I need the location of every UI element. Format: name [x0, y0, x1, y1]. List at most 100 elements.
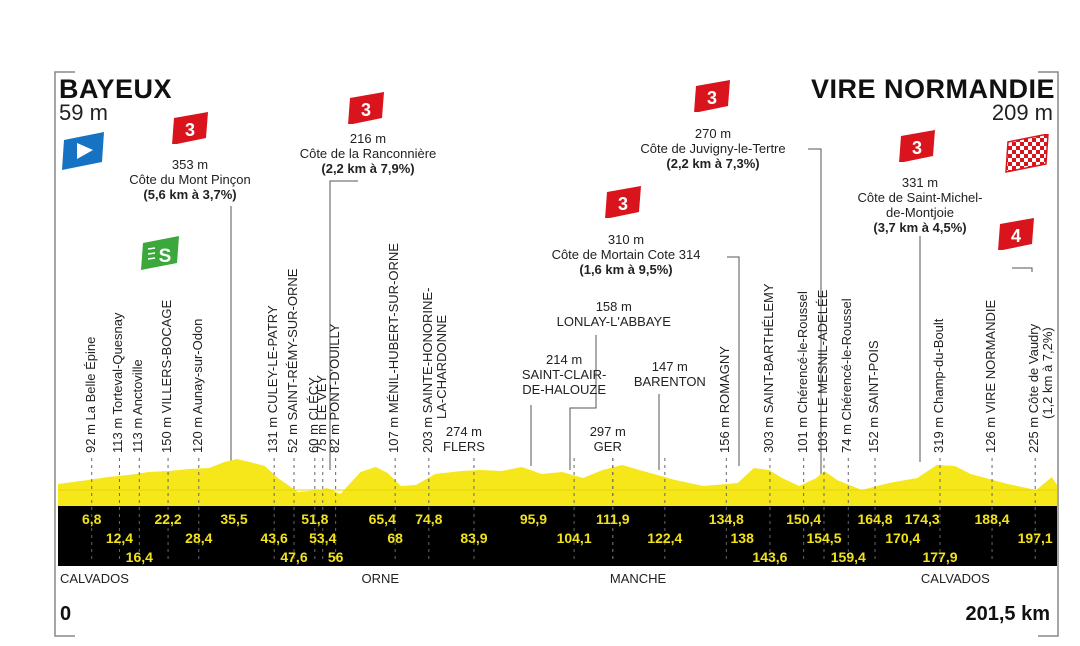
km-marker: 154,5: [806, 530, 842, 546]
climb-altitude: 353 m: [171, 157, 209, 172]
place-name: 52 m SAINT-RÉMY-SUR-ORNE: [284, 268, 300, 453]
climb-name: Côte de Juvigny-le-Tertre: [640, 141, 786, 156]
climb-detail: (2,2 km à 7,9%): [321, 161, 415, 176]
place-name: 113 m Torteval-Quesnay: [110, 312, 126, 453]
km-marker: 95,9: [519, 511, 548, 527]
distance-start: 0: [60, 603, 72, 625]
km-marker: 28,4: [185, 530, 213, 546]
km-marker: 51,8: [301, 511, 329, 527]
region-label: CALVADOS: [920, 571, 990, 586]
climb-info-mont-pincon: 353 m Côte du Mont Pinçon (5,6 km à 3,7%…: [129, 157, 250, 202]
climb-category: 4: [1011, 226, 1021, 246]
place-label-vertical: 126 m VIRE NORMANDIE: [983, 300, 998, 453]
leader-line: [329, 180, 358, 470]
place-name: 303 m SAINT-BARTHÉLEMY: [760, 283, 776, 453]
climb-altitude: 331 m: [901, 175, 939, 190]
place-name: 319 m Champ-du-Boult: [930, 318, 946, 453]
km-marker: 74,8: [415, 511, 443, 527]
place-name: 74 m Chérencé-le-Roussel: [839, 298, 855, 453]
place-name: 107 m MÉNIL-HUBERT-SUR-ORNE: [386, 243, 402, 453]
place-name: 92 m La Belle Épine: [82, 336, 98, 453]
climb-info-saint-michel: 331 m Côte de Saint-Michel- de-Montjoie …: [858, 175, 983, 235]
km-marker: 197,1: [1017, 530, 1053, 546]
place-name: 152 m SAINT-POIS: [866, 340, 882, 453]
km-marker: 53,4: [309, 530, 337, 546]
leader-line: [808, 148, 822, 476]
leader-line: [727, 256, 740, 466]
km-marker: 170,4: [885, 530, 921, 546]
place-label-vertical: 103 m LE MESNIL-ADELÉE: [814, 289, 830, 453]
climb-altitude: 270 m: [694, 126, 732, 141]
place-name: 82 m PONT-D'OUILLY: [326, 323, 342, 453]
place-name: LONLAY-L'ABBAYE: [556, 314, 671, 329]
place-label-vertical: 303 m SAINT-BARTHÉLEMY: [760, 283, 776, 453]
place-name: GER: [593, 439, 622, 454]
place-label-vertical: 156 m ROMAGNY: [717, 346, 732, 453]
start-city-name: BAYEUX: [59, 74, 173, 104]
climb-cat3-badge-3: 3: [605, 186, 641, 218]
place-label-vertical: 131 m CULEY-LE-PATRY: [265, 305, 280, 453]
climb-info-mortain: 310 m Côte de Mortain Cote 314 (1,6 km à…: [552, 232, 701, 277]
place-label-vertical: 225 m Côte de Vaudry(1,2 km à 7,2%): [1026, 324, 1055, 453]
place-label-vertical: 101 m Chérencé-le-Roussel: [794, 291, 810, 453]
climb-category: 3: [361, 100, 371, 120]
km-marker: 6,8: [81, 511, 102, 527]
km-marker: 12,4: [105, 530, 134, 546]
climb-detail: (5,6 km à 3,7%): [143, 187, 237, 202]
km-marker: 104,1: [556, 530, 592, 546]
climb-detail: (1,6 km à 9,5%): [579, 262, 673, 277]
place-name-cont: DE-HALOUZE: [522, 382, 606, 397]
place-name: 120 m Aunay-sur-Odon: [189, 318, 205, 453]
km-marker: 150,4: [786, 511, 822, 527]
place-name: FLERS: [443, 439, 485, 454]
climb-cat3-badge-4: 3: [694, 80, 730, 112]
climb-cat3-badge-5: 3: [899, 130, 935, 162]
place-label-vertical: 113 m Anctoville: [130, 359, 146, 453]
place-label-vertical: 74 m Chérencé-le-Roussel: [839, 298, 855, 453]
km-marker: 22,2: [154, 511, 182, 527]
climb-name: Côte de Saint-Michel-: [857, 190, 983, 205]
place-label-vertical: 92 m La Belle Épine: [82, 336, 98, 453]
km-marker: 47,6: [280, 549, 308, 565]
climb-altitude: 216 m: [349, 131, 387, 146]
finish-city-altitude: 209 m: [991, 100, 1053, 125]
km-marker: 83,9: [460, 530, 488, 546]
climb-category: 3: [618, 194, 628, 214]
km-marker: 56: [327, 549, 344, 565]
sprint-label: S: [159, 246, 172, 267]
climb-category: 3: [707, 88, 717, 108]
climb-category: 3: [912, 138, 922, 158]
km-marker: 16,4: [125, 549, 153, 565]
leader-line: [1012, 267, 1033, 272]
climb-category: 3: [185, 120, 195, 140]
place-name: 103 m LE MESNIL-ADELÉE: [814, 289, 830, 453]
place-altitude: 158 m: [595, 299, 632, 314]
km-marker: 134,8: [708, 511, 744, 527]
place-label-vertical: 52 m SAINT-RÉMY-SUR-ORNE: [284, 268, 300, 453]
climb-cat4-badge: 4: [998, 218, 1034, 250]
place-altitude: 147 m: [651, 359, 688, 374]
km-band: [58, 506, 1057, 566]
place-name: 101 m Chérencé-le-Roussel: [794, 291, 810, 453]
place-name: 203 m SAINTE-HONORINE-: [419, 287, 435, 453]
climb-detail: (3,7 km à 4,5%): [873, 220, 967, 235]
finish-checkered-flag-icon: [1005, 134, 1049, 173]
place-name: 113 m Anctoville: [130, 359, 146, 453]
km-marker: 159,4: [830, 549, 866, 565]
region-label: MANCHE: [609, 571, 667, 586]
finish-city-name: VIRE NORMANDIE: [810, 74, 1055, 104]
place-altitude: 214 m: [546, 352, 583, 367]
km-marker: 164,8: [857, 511, 893, 527]
place-label-vertical: 150 m VILLERS-BOCAGE: [159, 300, 174, 453]
climb-name: Côte de la Ranconnière: [299, 146, 437, 161]
place-label-vertical: 82 m PONT-D'OUILLY: [326, 323, 342, 453]
km-marker: 65,4: [368, 511, 396, 527]
km-marker: 174,3: [904, 511, 940, 527]
